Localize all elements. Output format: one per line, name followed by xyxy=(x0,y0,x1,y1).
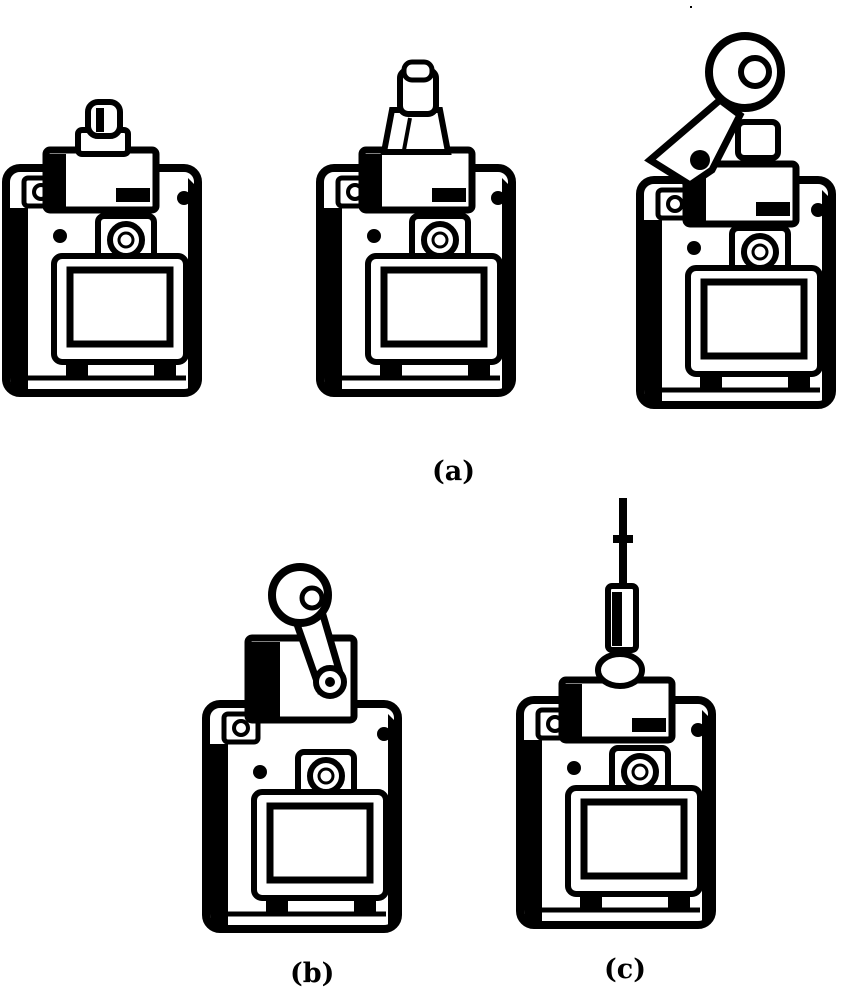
speck xyxy=(690,6,692,8)
switch-plunger xyxy=(6,99,198,393)
switch-roller-plunger xyxy=(320,59,512,393)
switch-roller-lever-arm xyxy=(640,32,832,405)
switch-roller-lever xyxy=(206,563,398,929)
caption-c: (c) xyxy=(604,954,646,985)
switch-rod xyxy=(520,498,712,925)
caption-b: (b) xyxy=(290,958,335,989)
caption-a: (a) xyxy=(432,456,476,487)
